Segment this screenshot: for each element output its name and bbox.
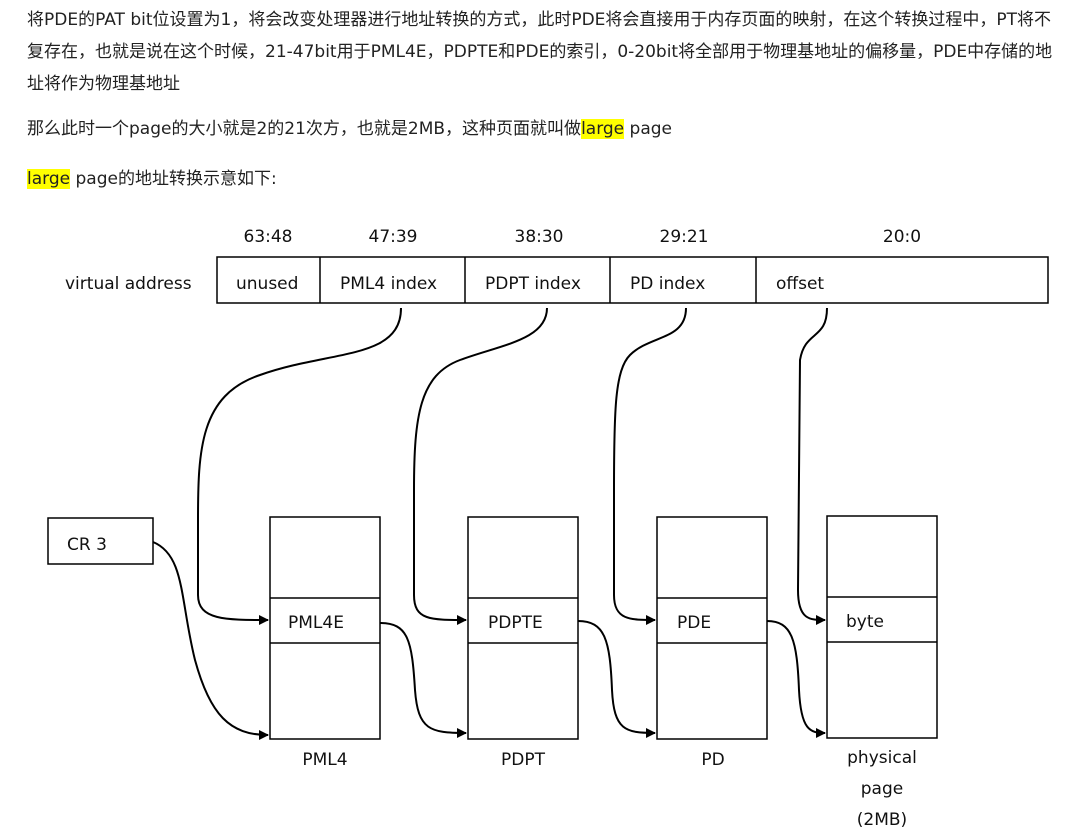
field-pml4-index: PML4 index bbox=[340, 274, 437, 294]
paragraph-page-size: 那么此时一个page的大小就是2的21次方，也就是2MB，这种页面就叫做larg… bbox=[27, 113, 1057, 145]
pml4-table bbox=[269, 516, 381, 740]
pdpt-table bbox=[467, 516, 579, 740]
paragraph-diagram-intro: large page的地址转换示意如下: bbox=[27, 163, 1057, 195]
diagram-intro-text: page的地址转换示意如下: bbox=[70, 169, 277, 189]
pd-index-arrow bbox=[613, 307, 687, 625]
bit-range-label: 20:0 bbox=[883, 227, 921, 247]
highlight-large: large bbox=[581, 119, 625, 139]
virtual-address-bar bbox=[216, 256, 1049, 304]
highlight-large: large bbox=[27, 169, 71, 189]
cr3-register bbox=[47, 517, 154, 565]
physical-page-label-line2: page bbox=[861, 779, 903, 799]
pdpt-index-arrow bbox=[413, 307, 548, 625]
pde-to-page-arrow bbox=[766, 620, 826, 738]
pd-table bbox=[656, 516, 768, 740]
large-page-translation-diagram: 63:48 47:39 38:30 29:21 20:0 virtual add… bbox=[47, 227, 1049, 830]
cr3-arrow bbox=[152, 541, 269, 740]
pd-label: PD bbox=[701, 750, 724, 770]
pdpte-entry: PDPTE bbox=[488, 613, 543, 633]
field-pdpt-index: PDPT index bbox=[485, 274, 581, 294]
field-pd-index: PD index bbox=[630, 274, 705, 294]
cr3-label: CR 3 bbox=[67, 535, 107, 555]
page-size-suffix: page bbox=[624, 119, 673, 139]
byte-entry: byte bbox=[846, 612, 884, 632]
pde-entry: PDE bbox=[677, 613, 711, 633]
paragraph-pat-bit: 将PDE的PAT bit位设置为1，将会改变处理器进行地址转换的方式，此时PDE… bbox=[27, 10, 1053, 94]
bit-range-label: 63:48 bbox=[244, 227, 293, 247]
pml4e-entry: PML4E bbox=[288, 613, 344, 633]
physical-page-label-line3: (2MB) bbox=[857, 810, 907, 830]
pdpte-to-pd-arrow bbox=[577, 620, 656, 738]
bit-range-label: 29:21 bbox=[660, 227, 709, 247]
page-size-text: 那么此时一个page的大小就是2的21次方，也就是2MB，这种页面就叫做 bbox=[27, 119, 582, 139]
field-offset: offset bbox=[776, 274, 824, 294]
field-unused: unused bbox=[236, 274, 298, 294]
pdpt-label: PDPT bbox=[501, 750, 546, 770]
virtual-address-label: virtual address bbox=[65, 274, 192, 294]
physical-page-label-line1: physical bbox=[847, 748, 917, 768]
offset-arrow bbox=[796, 307, 828, 625]
pml4-index-arrow bbox=[197, 307, 402, 625]
bit-range-label: 38:30 bbox=[515, 227, 564, 247]
physical-page bbox=[826, 515, 938, 739]
bit-range-label: 47:39 bbox=[369, 227, 418, 247]
pml4-label: PML4 bbox=[302, 750, 347, 770]
pml4e-to-pdpt-arrow bbox=[379, 622, 467, 738]
